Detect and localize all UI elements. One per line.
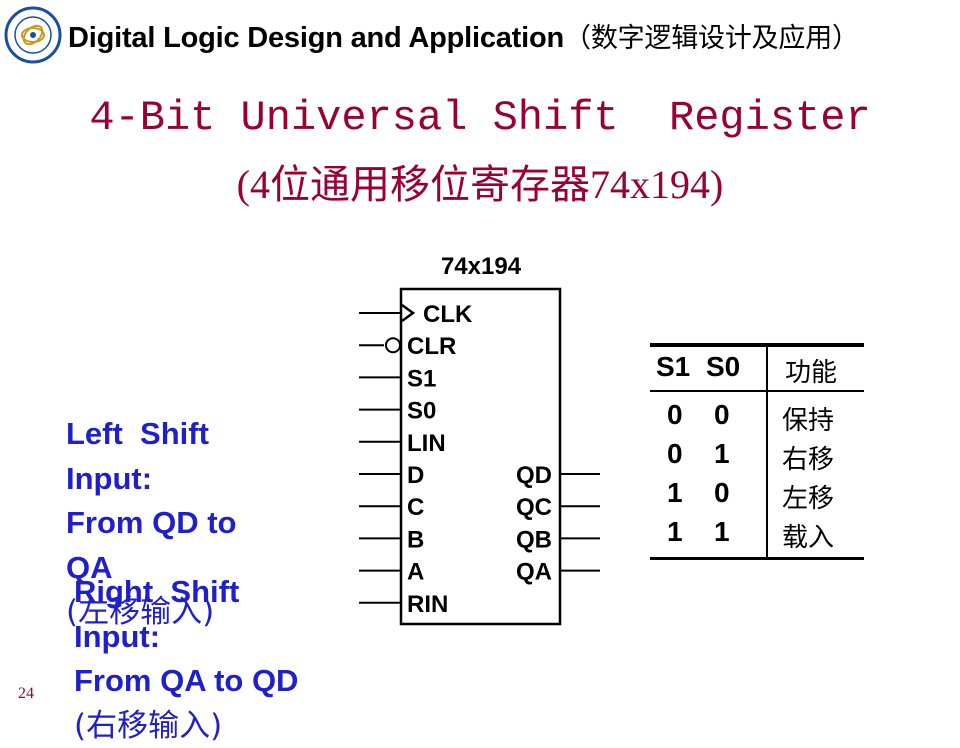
pin-label-lin: LIN [407,430,446,457]
pin-label-qb: QB [516,526,552,553]
pin-label-a: A [407,559,424,586]
right-shift-line4: (右移输入) [74,704,298,748]
table-column-divider [766,343,768,560]
left-shift-line1: Left Shift [66,412,237,457]
pin-label-b: B [407,526,424,553]
pin-label-c: C [407,494,424,521]
left-shift-line2: Input: [66,457,237,502]
right-shift-line1: Right Shift [74,570,298,615]
row2-func: 右移 [782,439,834,476]
course-title: Digital Logic Design and Application（数字逻… [68,16,859,55]
header-s0: S0 [706,351,740,383]
row3-s1: 1 [667,477,683,509]
row2-s0: 1 [714,438,730,470]
row3-s0: 0 [714,477,730,509]
chip-name: 74x194 [441,253,522,280]
slide-title-line2: (4位通用移位寄存器74x194) [0,152,960,210]
row1-s0: 0 [714,399,730,431]
slide-title-line1: 4-Bit Universal Shift Register [0,94,960,142]
inversion-bubble [386,338,400,352]
table-header-rule [650,390,864,392]
pin-label-qa: QA [516,559,552,586]
row1-s1: 0 [667,399,683,431]
pin-label-clk: CLK [423,301,473,328]
table-bottom-rule [650,557,864,560]
row4-func: 载入 [782,517,834,554]
right-shift-description: Right Shift Input: From QA to QD (右移输入) [74,570,298,748]
course-title-cn: （数字逻辑设计及应用） [564,23,859,54]
header-s1: S1 [656,351,690,383]
header-function: 功能 [785,352,837,389]
pin-label-s1: S1 [407,365,436,392]
pin-label-rin: RIN [407,591,448,618]
pin-label-d: D [407,462,424,489]
right-shift-line2: Input: [74,615,298,660]
course-title-en: Digital Logic Design and Application [68,22,564,54]
pin-label-qc: QC [516,494,552,521]
university-logo [4,6,62,64]
left-shift-line3: From QD to [66,501,237,546]
row1-func: 保持 [782,400,834,437]
page-number: 24 [18,685,34,703]
pin-label-s0: S0 [407,398,436,425]
table-top-rule [650,343,864,347]
row2-s1: 0 [667,438,683,470]
row4-s1: 1 [667,516,683,548]
pin-label-clr: CLR [407,333,456,360]
row4-s0: 1 [714,516,730,548]
row3-func: 左移 [782,478,834,515]
right-shift-line3: From QA to QD [74,659,298,704]
pin-label-qd: QD [516,462,552,489]
